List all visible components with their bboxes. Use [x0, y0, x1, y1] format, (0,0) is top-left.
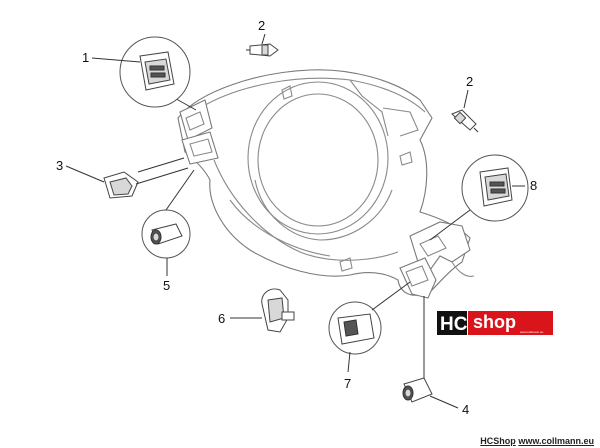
- callout-3: 3: [56, 158, 63, 173]
- callout-5: 5: [163, 278, 170, 293]
- lock-cylinder-part: [402, 296, 433, 403]
- callout-1: 1: [82, 50, 89, 65]
- callout-4: 4: [462, 402, 469, 417]
- rocker-switch-part: [328, 281, 411, 355]
- logo-red-panel: [468, 311, 553, 335]
- sensor-part: [230, 288, 295, 333]
- zoom-circle-right: [429, 154, 529, 241]
- ignition-switch-part: [141, 169, 195, 259]
- callout-6: 6: [218, 311, 225, 326]
- logo-black-panel: [437, 311, 467, 335]
- zoom-circle-left: [119, 36, 197, 111]
- bulb-part-right: [451, 109, 479, 133]
- callout-2-right: 2: [466, 74, 473, 89]
- handlebar-cover-housing: [177, 69, 475, 299]
- logo-url-text: www.collmann.eu: [520, 330, 544, 334]
- hcshop-logo: HC shop www.collmann.eu: [437, 311, 553, 335]
- bulb-part-upper: [246, 43, 279, 57]
- logo-hc-text: HC: [440, 314, 468, 335]
- footer-url[interactable]: www.collmann.eu: [518, 436, 594, 446]
- callout-2-upper: 2: [258, 18, 265, 33]
- footer-brand: HCShop: [480, 436, 516, 446]
- switch-connector-part: [103, 157, 189, 199]
- callout-8: 8: [530, 178, 537, 193]
- logo-shop-text: shop: [473, 312, 516, 332]
- callout-7: 7: [344, 376, 351, 391]
- footer-credit: HCShop www.collmann.eu: [480, 436, 594, 446]
